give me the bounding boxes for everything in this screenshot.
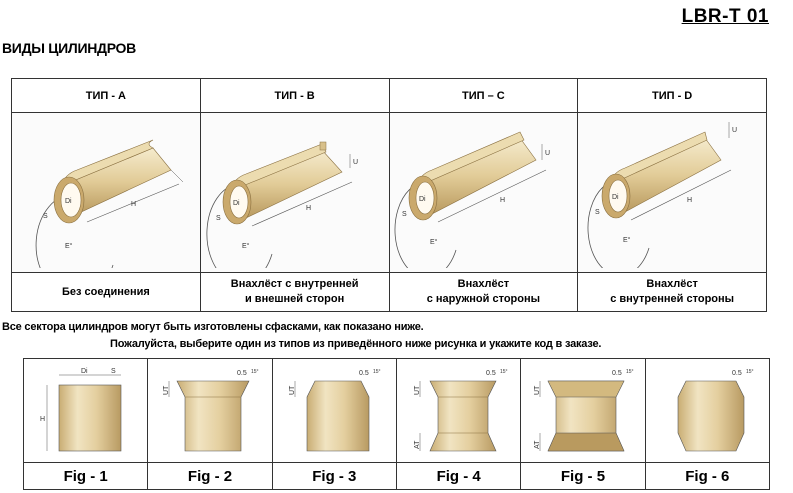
fig-5-bushing-drawing: UT AT 0.5 15° — [534, 369, 634, 451]
at-label: AT — [414, 439, 421, 448]
type-c-caption-line1: Внахлёст — [457, 278, 510, 290]
chamfer-label: 0.5 — [732, 370, 742, 377]
ut-label: UT — [289, 384, 296, 394]
di-label: Di — [81, 368, 88, 375]
e-label: E° — [65, 242, 73, 250]
fig-3-bushing-drawing: UT 0.5 15° — [289, 369, 381, 451]
fig-1-drawing-cell: Di S H — [22, 358, 149, 463]
type-b-caption-line2: и внешней сторон — [244, 293, 345, 305]
order-instruction: Пожалуйста, выберите один из типов из пр… — [110, 338, 602, 350]
angle-label: 15° — [373, 369, 381, 375]
angle-label: 15° — [626, 369, 634, 375]
fig-3-drawing-cell: UT 0.5 15° — [271, 358, 397, 463]
chamfer-figures-table: Di S H UT 0.5 15° UT 0.5 15° — [22, 358, 771, 490]
chamfer-label: 0.5 — [359, 370, 369, 377]
type-c-cylinder-drawing: Di S H U E° — [394, 131, 550, 268]
h-label: H — [687, 197, 692, 204]
ut-label: UT — [534, 384, 541, 394]
fig-6-bushing-drawing: 0.5 15° — [678, 369, 754, 451]
ut-label: UT — [163, 384, 170, 394]
h-label: H — [500, 197, 505, 204]
page-title: ВИДЫ ЦИЛИНДРОВ — [2, 40, 136, 56]
chamfer-label: 0.5 — [612, 370, 622, 377]
type-a-drawing-cell: Di S H E° — [11, 112, 201, 273]
fig-5-label: Fig - 5 — [520, 462, 646, 490]
cylinder-types-table: ТИП - A ТИП - B ТИП – C ТИП - D Di S H E… — [11, 78, 767, 312]
type-d-header: ТИП - D — [577, 78, 767, 113]
type-d-drawing-cell: Di S H U E° — [577, 112, 767, 273]
angle-label: 15° — [500, 369, 508, 375]
angle-label: 15° — [251, 369, 259, 375]
type-b-cylinder-drawing: Di S H U E° — [206, 141, 358, 268]
s-label: S — [402, 211, 407, 218]
e-label: E° — [623, 236, 631, 244]
type-b-caption-line1: Внахлёст с внутренней — [230, 278, 359, 290]
s-label: S — [595, 209, 600, 216]
di-label: Di — [233, 200, 240, 207]
di-label: Di — [419, 196, 426, 203]
fig-2-drawing-cell: UT 0.5 15° — [147, 358, 273, 463]
s-label: S — [43, 213, 48, 220]
fig-3-label: Fig - 3 — [271, 462, 397, 490]
fig-6-label: Fig - 6 — [644, 462, 771, 490]
di-label: Di — [65, 198, 72, 205]
type-d-caption-line1: Внахлёст — [646, 278, 698, 290]
s-label: S — [216, 215, 221, 222]
h-label: H — [306, 205, 311, 212]
type-a-cylinder-drawing: Di S H E° — [35, 139, 184, 268]
document-code: LBR-T 01 — [681, 6, 769, 27]
fig-2-label: Fig - 2 — [147, 462, 273, 490]
type-b-caption: Внахлёст с внутренней и внешней сторон — [199, 272, 390, 312]
chamfer-label: 0.5 — [486, 370, 496, 377]
fig-4-label: Fig - 4 — [395, 462, 522, 490]
angle-label: 15° — [746, 369, 754, 375]
type-d-cylinder-drawing: Di S H U E° — [587, 121, 737, 268]
type-c-drawing-cell: Di S H U E° — [388, 112, 579, 273]
type-c-header: ТИП – C — [388, 78, 579, 113]
fig-6-drawing-cell: 0.5 15° — [644, 358, 771, 463]
chamfer-note: Все сектора цилиндров могут быть изготов… — [2, 321, 424, 333]
u-label: U — [353, 159, 358, 166]
ut-label: UT — [414, 384, 421, 394]
e-label: E° — [242, 242, 250, 250]
type-a-caption-line1: Без соединения — [61, 285, 150, 298]
di-label: Di — [612, 194, 619, 201]
fig-4-drawing-cell: UT AT 0.5 15° — [395, 358, 522, 463]
fig-2-bushing-drawing: UT 0.5 15° — [163, 369, 259, 451]
type-b-header: ТИП - B — [199, 78, 390, 113]
u-label: U — [732, 127, 737, 134]
s-label: S — [111, 368, 116, 375]
at-label: AT — [534, 439, 541, 448]
type-a-caption: Без соединения — [11, 272, 201, 312]
type-d-caption: Внахлёст с внутренней стороны — [577, 272, 767, 312]
fig-4-bushing-drawing: UT AT 0.5 15° — [414, 369, 508, 451]
type-d-caption-line2: с внутренней стороны — [610, 293, 735, 305]
fig-1-bushing-drawing: Di S H — [40, 368, 121, 451]
fig-1-label: Fig - 1 — [22, 462, 149, 490]
type-b-drawing-cell: Di S H U E° — [199, 112, 390, 273]
fig-5-drawing-cell: UT AT 0.5 15° — [520, 358, 646, 463]
type-c-caption-line2: с наружной стороны — [426, 293, 541, 305]
e-label: E° — [430, 238, 438, 246]
chamfer-label: 0.5 — [237, 370, 247, 377]
type-c-caption: Внахлёст с наружной стороны — [388, 272, 579, 312]
u-label: U — [545, 150, 550, 157]
h-label: H — [40, 416, 45, 423]
type-a-header: ТИП - A — [11, 78, 201, 113]
h-label: H — [131, 201, 136, 208]
